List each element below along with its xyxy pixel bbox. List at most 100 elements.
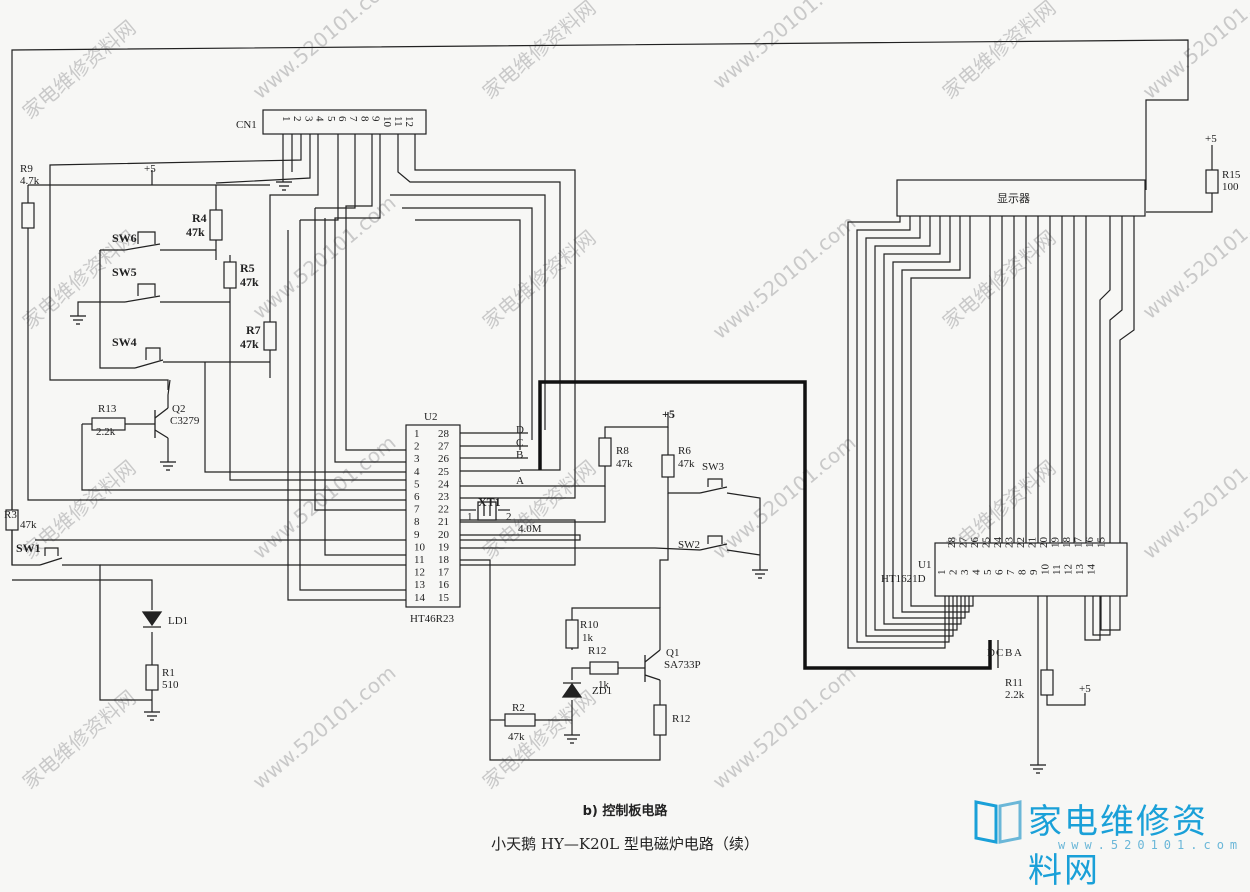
u2-pin-19: 19 <box>438 541 450 553</box>
u2-pin-20: 20 <box>438 529 450 541</box>
r12b-ref: R12 <box>672 713 690 725</box>
r3-ref: R3 <box>4 509 17 521</box>
bus-label-a-u1: A <box>1014 647 1022 659</box>
watermark-text: 家电维修资料网 <box>18 15 141 123</box>
power-label-4: +5 <box>1205 133 1217 145</box>
cn1-pin-12: 12 <box>403 116 415 127</box>
watermark-text: www.520101.com <box>708 660 861 793</box>
wires <box>11 39 1213 765</box>
r5-value: 47k <box>240 275 259 289</box>
display-module <box>896 179 1146 217</box>
u1-chip <box>934 542 1128 597</box>
display-bus-line <box>865 216 954 637</box>
u2-pin-3: 3 <box>414 453 420 465</box>
u2-pin-6: 6 <box>414 491 420 503</box>
r8-ref: R8 <box>616 445 629 457</box>
display-bus-line <box>847 216 946 649</box>
u1-pin-20: 20 <box>1038 537 1050 549</box>
cn1-pin-10: 10 <box>381 116 393 128</box>
r2-ref: R2 <box>512 702 525 714</box>
u2-pin-4: 4 <box>414 466 420 478</box>
u2-pin-16: 16 <box>438 579 450 591</box>
xt1-pin-1: 1 <box>467 511 473 523</box>
u1-pin-11: 11 <box>1051 564 1063 575</box>
watermark-text: www.520101.com <box>248 0 401 104</box>
u2-pin-14: 14 <box>414 592 426 604</box>
watermark-text: www.520101.com <box>1138 0 1250 104</box>
u1-pin-2: 2 <box>948 570 960 576</box>
u2-pin-10: 10 <box>414 541 426 553</box>
display-bus-line <box>901 216 970 613</box>
r12a-value: 1k <box>598 679 610 691</box>
watermark-text: www.520101.com <box>1138 430 1250 563</box>
schematic-canvas: 家电维修资料网 www.520101.com 家电维修资料网 www.520101.c… <box>4 0 1250 794</box>
xt1-ref: XT1 <box>478 495 501 509</box>
watermark-text: www.520101.com <box>248 190 401 323</box>
watermark-text: 家电维修资料网 <box>478 225 601 333</box>
watermark-layer: 家电维修资料网 www.520101.com 家电维修资料网 www.520101.c… <box>18 0 1250 794</box>
bus-label-c-u1: C <box>996 647 1003 659</box>
u1-pin-8: 8 <box>1017 569 1029 575</box>
u2-pin-21: 21 <box>438 516 449 528</box>
watermark-text: 家电维修资料网 <box>478 0 601 104</box>
cn1-label: CN1 <box>236 119 257 131</box>
bus-label-b-u1: B <box>1005 647 1012 659</box>
thick-bus <box>538 380 992 670</box>
watermark-text: 家电维修资料网 <box>478 685 601 793</box>
sw5-label: SW5 <box>112 265 137 279</box>
switches <box>39 231 728 566</box>
cn1-pin-11: 11 <box>392 116 404 127</box>
zd1-label: ZD1 <box>592 685 612 697</box>
watermark-text: 家电维修资料网 <box>938 225 1061 333</box>
u1-pin-22: 22 <box>1015 537 1027 548</box>
component-labels: R9 4.7k R4 47k R5 47k R7 47k R13 2.2k Q2… <box>4 163 1241 743</box>
u1-pin-12: 12 <box>1063 564 1075 575</box>
u1-pin-17: 17 <box>1073 537 1085 549</box>
u2-pin-8: 8 <box>414 516 420 528</box>
u1-pin-26: 26 <box>969 537 981 549</box>
power-label-3: +5 <box>1079 683 1091 695</box>
r8-value: 47k <box>616 458 633 470</box>
display-bus-line <box>1100 216 1135 631</box>
u2-pin-9: 9 <box>414 529 420 541</box>
r3-value: 47k <box>20 519 37 531</box>
site-logo: 家电维修资料网 www.520101.com <box>972 794 1242 891</box>
u2-ref: U2 <box>424 411 437 423</box>
cn1-connector <box>262 109 427 135</box>
r1-ref: R1 <box>162 667 175 679</box>
u2-pin-12: 12 <box>414 567 425 579</box>
u1-pin-23: 23 <box>1004 537 1016 549</box>
u1-pin-28: 28 <box>946 537 958 549</box>
cn1-pin-4: 4 <box>314 116 326 122</box>
q2-part: C3279 <box>170 415 200 427</box>
xt1-pin-2: 2 <box>506 511 512 523</box>
u2-pin-25: 25 <box>438 466 450 478</box>
sw4-label: SW4 <box>112 335 137 349</box>
u1-pin-3: 3 <box>959 569 971 575</box>
u1-pin-10: 10 <box>1040 564 1052 576</box>
r15-value: 100 <box>1222 181 1239 193</box>
u1-pin-18: 18 <box>1061 537 1073 549</box>
r11-ref: R11 <box>1005 677 1023 689</box>
u1-ref: U1 <box>918 559 931 571</box>
figure-subcaption: b) 控制板电路 <box>582 804 668 819</box>
watermark-text: www.520101.com <box>708 0 861 94</box>
cn1-pin-8: 8 <box>358 116 370 122</box>
u2-chip <box>405 424 461 608</box>
semiconductors <box>141 407 661 698</box>
u1-pin-25: 25 <box>981 537 993 549</box>
u2-pin-22: 22 <box>438 504 449 516</box>
r2-value: 47k <box>508 731 525 743</box>
sw2-label: SW2 <box>678 539 700 551</box>
u2-pin-18: 18 <box>438 554 450 566</box>
u2-pin-5: 5 <box>414 478 420 490</box>
r12a-ref: R12 <box>588 645 606 657</box>
u2-pin-13: 13 <box>414 579 426 591</box>
cn1-pin-9: 9 <box>370 116 382 122</box>
sw6-label: SW6 <box>112 231 137 245</box>
watermark-text: 家电维修资料网 <box>18 685 141 793</box>
u2-pin-26: 26 <box>438 453 450 465</box>
ground-symbols <box>70 181 1046 774</box>
display-bus-line <box>1084 216 1111 641</box>
